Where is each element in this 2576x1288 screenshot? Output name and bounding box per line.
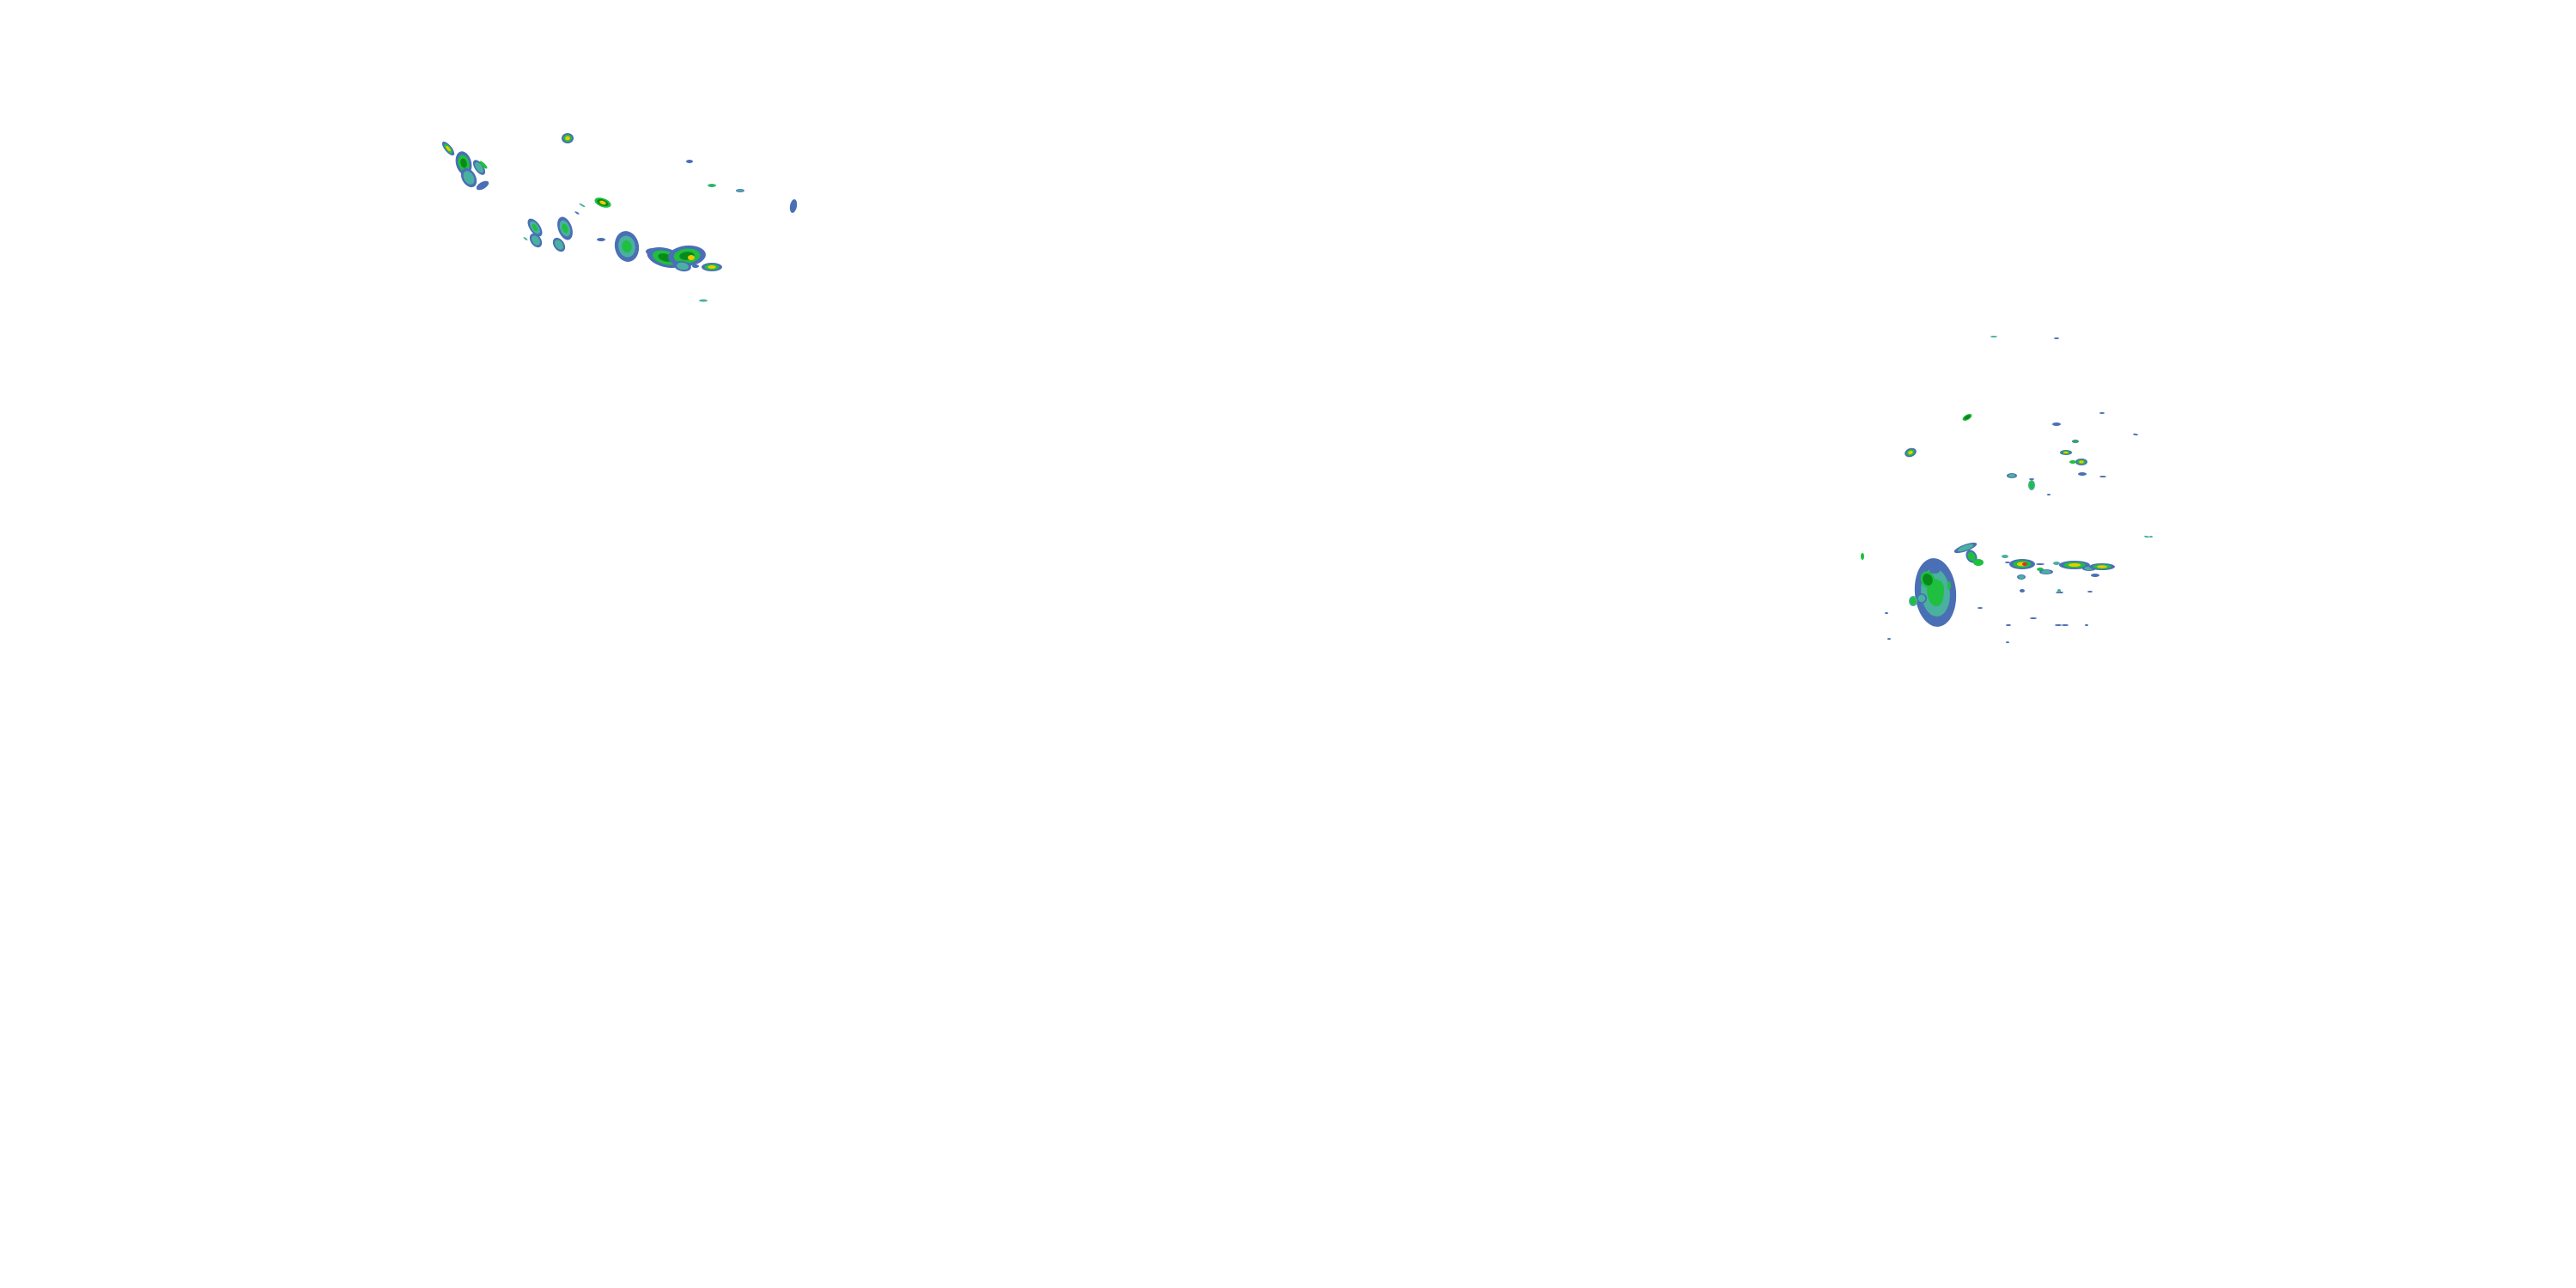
precip-echo bbox=[2133, 433, 2138, 436]
precip-echo bbox=[555, 240, 563, 250]
precip-echo bbox=[622, 240, 632, 253]
precip-echo bbox=[2047, 494, 2050, 495]
precip-echo bbox=[692, 264, 699, 268]
precip-echo bbox=[1861, 553, 1864, 560]
precip-echo bbox=[1929, 568, 1940, 574]
precip-echo bbox=[1910, 597, 1917, 605]
precip-echo bbox=[1908, 450, 1913, 455]
precip-echo bbox=[2036, 563, 2044, 565]
precip-echo bbox=[2055, 624, 2062, 626]
precip-echo bbox=[708, 265, 716, 269]
precip-echo bbox=[460, 158, 467, 168]
precip-echo bbox=[2054, 337, 2059, 339]
precip-echo bbox=[1947, 581, 1951, 590]
precip-echo bbox=[688, 255, 695, 260]
precip-echo bbox=[2057, 589, 2061, 592]
precip-echo bbox=[2029, 481, 2034, 489]
precip-echo bbox=[479, 161, 488, 169]
precip-echo bbox=[2149, 536, 2153, 538]
precip-echo bbox=[2078, 472, 2087, 476]
precip-echo bbox=[523, 237, 528, 240]
precip-echo bbox=[463, 171, 475, 185]
precip-echo bbox=[2030, 617, 2037, 619]
precip-echo bbox=[1885, 612, 1888, 614]
precip-echo bbox=[789, 199, 798, 213]
precip-echo bbox=[574, 211, 580, 215]
precip-echo bbox=[1973, 559, 1984, 566]
precip-echo bbox=[1957, 544, 1974, 552]
precip-echo bbox=[2073, 440, 2078, 443]
precip-echo bbox=[579, 203, 586, 208]
precip-echo bbox=[2022, 562, 2027, 566]
precip-echo bbox=[2018, 574, 2025, 580]
precip-echo bbox=[2099, 412, 2105, 414]
precip-echo bbox=[2053, 562, 2060, 565]
precip-echo bbox=[2063, 451, 2069, 454]
precip-cluster-west bbox=[441, 133, 798, 302]
precip-echo bbox=[1964, 415, 1971, 420]
precip-echo bbox=[2085, 624, 2088, 626]
precip-echo bbox=[2097, 565, 2107, 568]
precip-echo bbox=[532, 223, 538, 232]
precip-echo bbox=[699, 299, 708, 302]
precip-echo bbox=[532, 235, 540, 246]
precip-echo bbox=[2029, 478, 2034, 480]
precip-echo bbox=[2041, 569, 2051, 574]
precip-echo bbox=[2091, 574, 2099, 577]
precip-echo bbox=[2005, 562, 2010, 563]
precip-echo bbox=[1967, 551, 1976, 562]
precip-echo bbox=[677, 262, 689, 270]
precip-echo bbox=[686, 160, 693, 163]
precip-echo bbox=[2144, 535, 2149, 538]
precip-echo bbox=[2020, 589, 2025, 592]
precip-echo bbox=[562, 223, 568, 234]
precip-echo bbox=[2087, 591, 2093, 592]
precip-echo bbox=[565, 136, 570, 141]
precip-echo bbox=[2052, 422, 2061, 426]
precip-echo bbox=[737, 189, 744, 192]
precip-echo bbox=[2068, 563, 2081, 567]
precip-echo bbox=[1887, 638, 1891, 640]
precip-echo bbox=[1978, 607, 1983, 609]
precip-echo bbox=[1923, 574, 1933, 586]
precip-echo bbox=[708, 184, 715, 187]
precip-echo bbox=[2002, 555, 2008, 558]
precip-echo bbox=[2008, 473, 2016, 478]
precip-echo bbox=[2079, 460, 2084, 464]
precip-echo bbox=[446, 145, 451, 152]
precip-echo bbox=[2069, 460, 2076, 464]
precip-echo bbox=[1934, 580, 1944, 598]
precip-echo bbox=[2099, 476, 2106, 477]
precip-echo bbox=[597, 238, 605, 241]
precip-cluster-east bbox=[1861, 336, 2153, 643]
precip-echo bbox=[2062, 624, 2069, 626]
precip-echo bbox=[2006, 624, 2011, 626]
precip-echo bbox=[476, 180, 489, 191]
precip-echo bbox=[599, 200, 606, 205]
precip-echo bbox=[475, 161, 483, 173]
precip-echo bbox=[1990, 336, 1997, 337]
precip-echo bbox=[1917, 594, 1926, 603]
precip-echo bbox=[2006, 641, 2009, 643]
